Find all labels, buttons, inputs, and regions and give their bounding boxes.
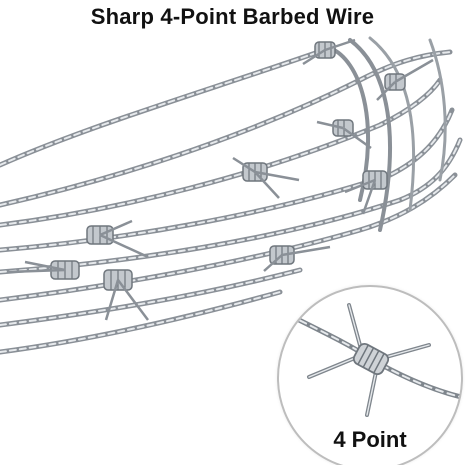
- product-title: Sharp 4-Point Barbed Wire: [90, 4, 375, 29]
- barb-knot: [344, 170, 388, 215]
- barb-coil: [352, 342, 390, 376]
- barb-knot: [232, 156, 300, 199]
- barb-knots: [6, 38, 434, 321]
- barb-knot: [376, 58, 434, 101]
- barb-knot: [6, 260, 80, 280]
- barb-knot: [103, 269, 149, 321]
- wire-strands: [0, 36, 463, 355]
- barb-knot: [316, 119, 372, 150]
- barb-knot: [302, 38, 356, 66]
- barb-knot: [86, 219, 149, 259]
- four-point-barb-closeup: [286, 303, 461, 417]
- barb-knot: [263, 245, 331, 272]
- inset-label: 4 Point: [333, 427, 407, 452]
- barb-closeup-inset: 4 Point: [277, 285, 463, 465]
